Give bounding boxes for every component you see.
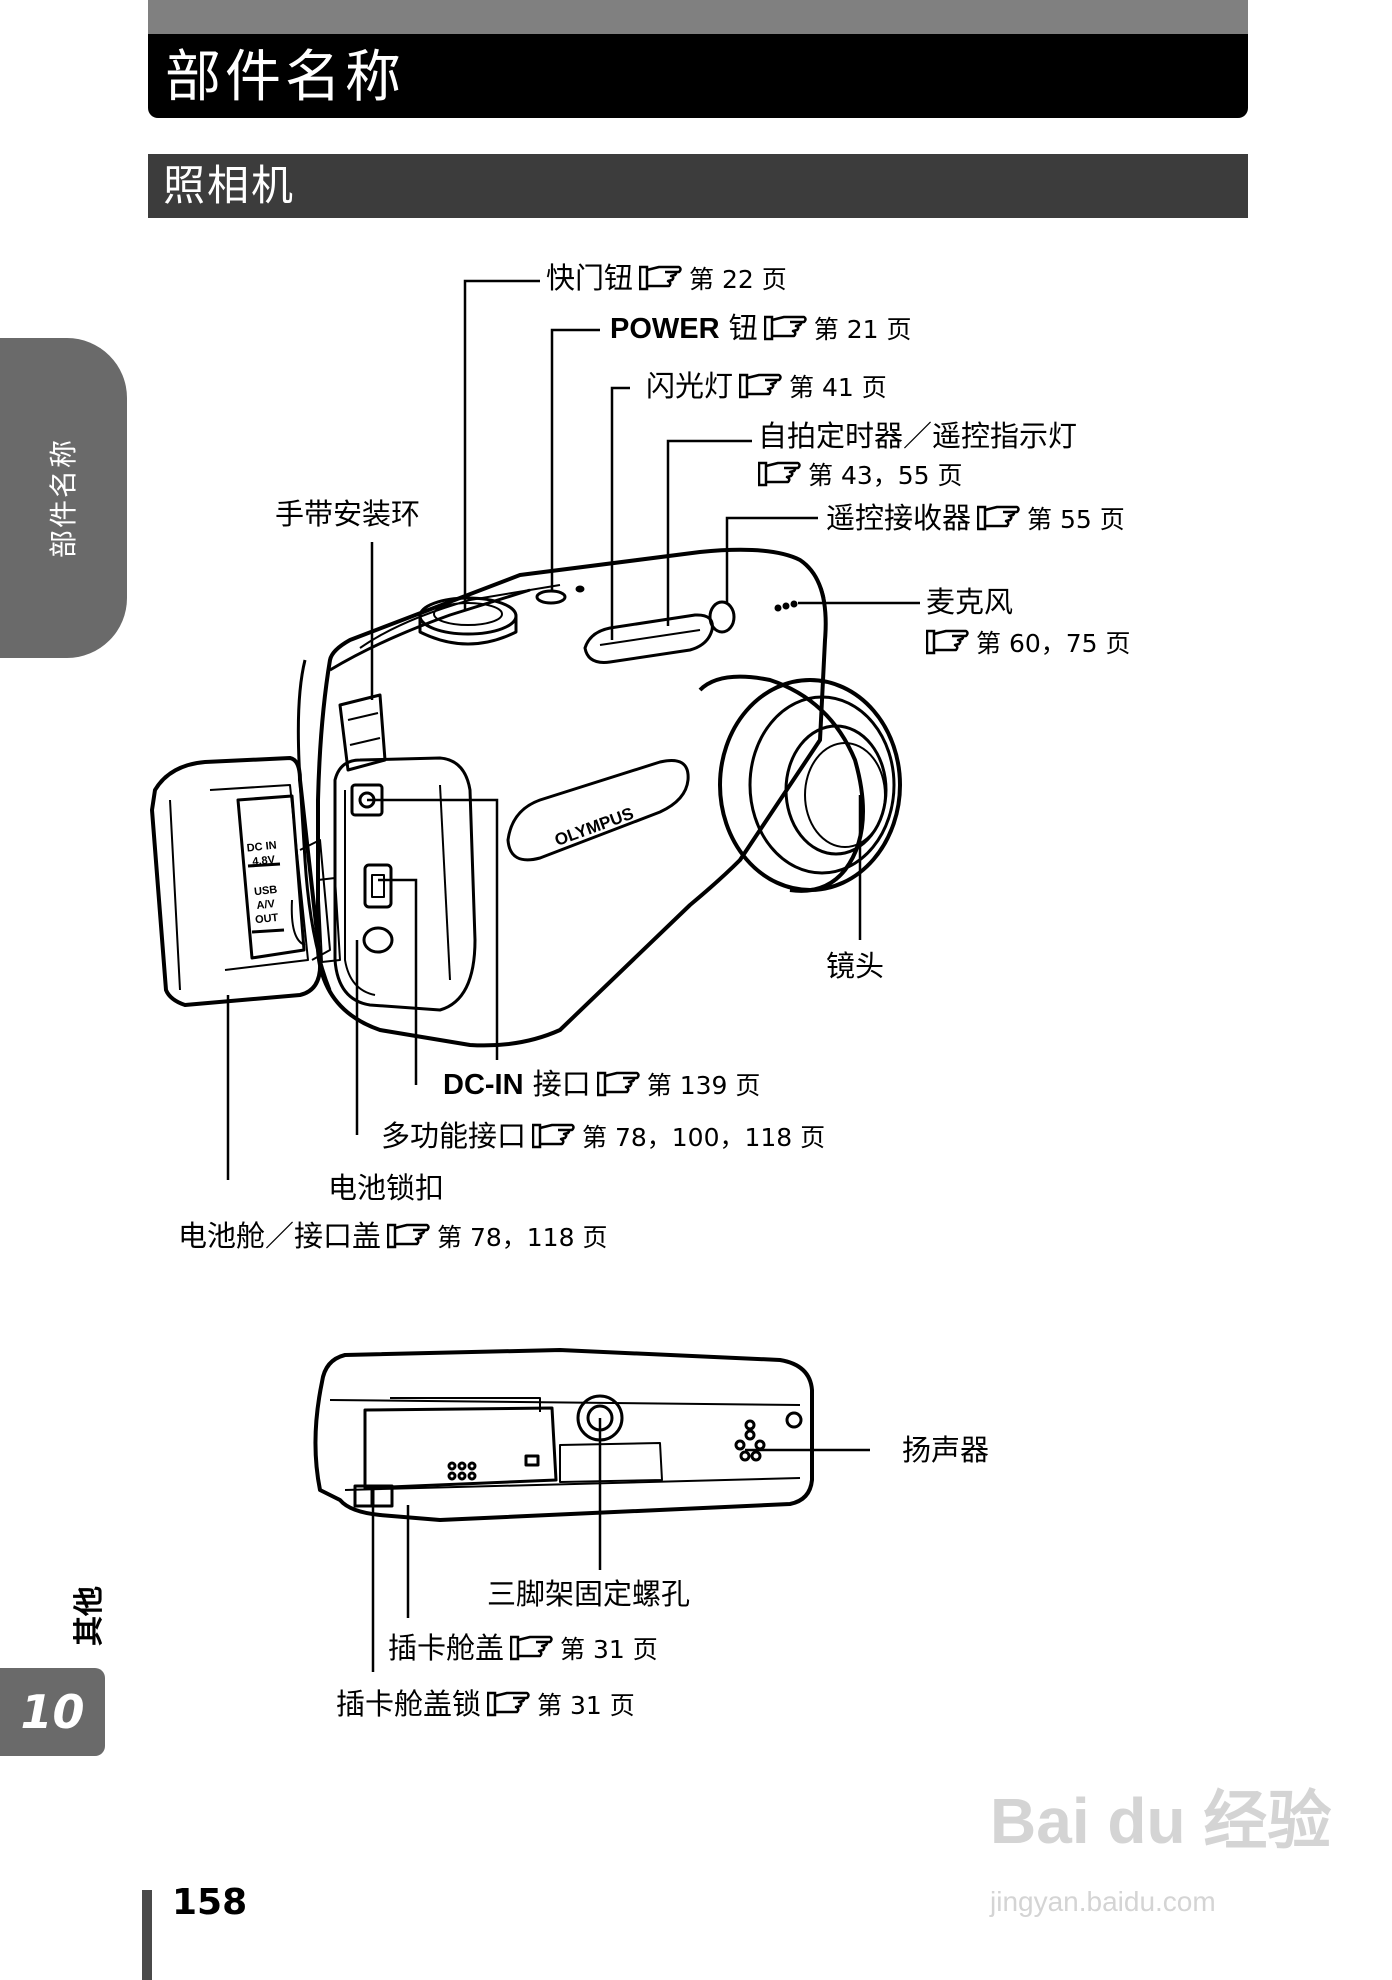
label-remote-receiver: 遥控接收器第 55 页	[826, 501, 1125, 535]
label-microphone-ref: 第 60，75 页	[926, 624, 1131, 662]
reference-hand-icon	[597, 1070, 641, 1098]
reference-hand-icon	[977, 504, 1021, 532]
label-microphone: 麦克风	[926, 585, 1014, 619]
label-battery-cover: 电池舱／接口盖第 78，118 页	[178, 1219, 608, 1253]
reference-hand-icon	[387, 1222, 431, 1250]
reference-hand-icon	[487, 1690, 531, 1718]
label-shutter-button: 快门钮第 22 页	[546, 261, 787, 295]
label-speaker: 扬声器	[902, 1433, 990, 1467]
section-title: 照相机	[163, 161, 296, 210]
title-bar	[148, 34, 1248, 118]
reference-hand-icon	[510, 1634, 554, 1662]
page-number: 158	[172, 1882, 248, 1923]
reference-hand-icon	[639, 264, 683, 292]
side-tab	[0, 338, 127, 658]
label-flash: 闪光灯第 41 页	[646, 369, 887, 403]
watermark-url: jingyan.baidu.com	[990, 1886, 1216, 1917]
label-self-timer-ref: 第 43，55 页	[758, 456, 963, 494]
watermark-logo: Bai du 经验	[990, 1785, 1332, 1857]
reference-hand-icon	[758, 460, 802, 488]
page-number-bar	[142, 1890, 152, 1980]
cover-usb-text: USB	[254, 884, 278, 898]
reference-hand-icon	[926, 628, 970, 656]
reference-hand-icon	[532, 1122, 576, 1150]
label-strap-eyelet: 手带安装环	[275, 497, 421, 531]
label-lens: 镜头	[826, 949, 885, 983]
cover-av-text: A/V	[256, 898, 276, 912]
label-battery-lock: 电池锁扣	[328, 1171, 445, 1205]
header-top-bar	[148, 0, 1248, 34]
reference-hand-icon	[739, 372, 783, 400]
label-card-cover: 插卡舱盖第 31 页	[388, 1631, 658, 1665]
label-self-timer-lamp: 自拍定时器／遥控指示灯	[758, 419, 1078, 453]
label-multi-connector: 多功能接口第 78，100，118 页	[381, 1119, 826, 1153]
section-bar	[148, 154, 1248, 218]
label-tripod-socket: 三脚架固定螺孔	[487, 1577, 691, 1611]
label-power-button: POWER 钮第 21 页	[610, 311, 912, 345]
cover-voltage-text: 4.8V	[252, 854, 276, 868]
cover-out-text: OUT	[255, 912, 280, 926]
chapter-tab	[0, 1668, 105, 1756]
reference-hand-icon	[764, 314, 808, 342]
label-card-cover-lock: 插卡舱盖锁第 31 页	[336, 1687, 635, 1721]
page-title: 部件名称	[165, 45, 405, 110]
cover-dcin-text: DC IN	[246, 839, 277, 854]
label-dcin-jack: DC-IN 接口第 139 页	[443, 1067, 761, 1101]
chapter-number: 10	[20, 1685, 85, 1739]
